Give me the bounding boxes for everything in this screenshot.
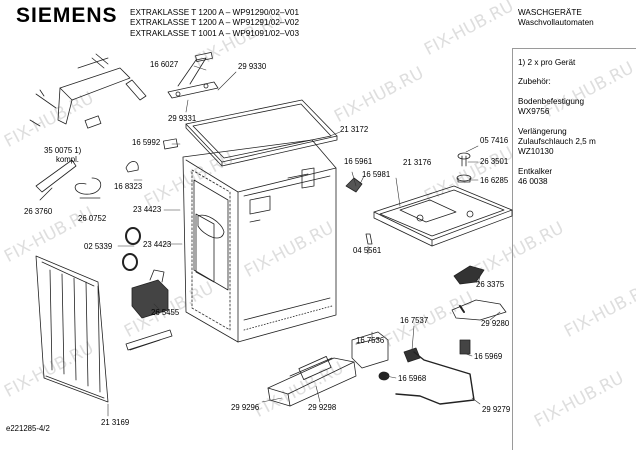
model-line: EXTRAKLASSE T 1200 A – WP91290/02–V01 [130, 8, 300, 17]
control-panel [267, 356, 357, 407]
model-line: EXTRAKLASSE T 1200 A – WP91291/02–V02 [130, 18, 300, 28]
footnote: 1) 2 x pro Gerät [518, 58, 576, 67]
part-label: 04 5561 [353, 246, 382, 255]
accessory-name: Verlängerung [518, 126, 567, 136]
accessory-code: WZ10130 [518, 147, 554, 157]
category-subtitle: Waschvollautomaten [518, 18, 594, 28]
accessory-code: 46 0038 [518, 177, 548, 187]
part-label: 26 3760 [24, 207, 53, 216]
part-label: 29 9296 [231, 403, 260, 412]
category-block: WASCHGERÄTE Waschvollautomaten [518, 8, 594, 29]
part-label: 21 3176 [403, 158, 432, 167]
part-label: 16 5968 [398, 374, 427, 383]
part-label: 16 5981 [362, 170, 391, 179]
part-label: 23 4423 [143, 240, 172, 249]
part-label: 16 5961 [344, 157, 373, 166]
document-code: e221285-4/2 [6, 424, 50, 433]
part-label: 29 9298 [308, 403, 337, 412]
part-label: 29 9330 [238, 62, 267, 71]
part-label: 29 9331 [168, 114, 197, 123]
ring-parts [122, 227, 141, 271]
side-panel-rule [512, 48, 636, 49]
accessory-name: Bodenbefestigung [518, 96, 585, 106]
pump-assembly [125, 269, 173, 351]
part-label: 16 5992 [132, 138, 161, 147]
part-label: 26 0752 [78, 214, 107, 223]
part-label: kompl. [56, 155, 79, 164]
side-panel-divider [512, 48, 513, 450]
accessory-code: WX9756 [518, 107, 550, 117]
part-label: 23 4423 [133, 205, 162, 214]
part-label: 16 7536 [356, 336, 385, 345]
accessory-name: Entkalker [518, 166, 553, 176]
part-label: 35 0075 1) [44, 146, 82, 155]
accessories-title: Zubehör: [518, 77, 551, 87]
base-frame [345, 177, 513, 247]
part-label: 16 7537 [400, 316, 429, 325]
part-label: 21 3172 [340, 125, 369, 134]
cabinet-housing [182, 139, 337, 343]
hinge-bracket [167, 52, 219, 99]
model-list: EXTRAKLASSE T 1200 A – WP91290/02–V01 EX… [130, 8, 299, 39]
part-label: 16 8323 [114, 182, 143, 191]
cable-harness [395, 351, 475, 405]
brand-logo: SIEMENS [16, 4, 118, 27]
part-label: 26 5455 [151, 308, 180, 317]
part-label: 29 9279 [482, 405, 511, 414]
part-label: 02 5339 [84, 242, 113, 251]
model-line: EXTRAKLASSE T 1001 A – WP91091/02–V03 [130, 28, 300, 38]
top-lid [185, 99, 338, 167]
part-label: 21 3169 [101, 418, 130, 427]
clip-part [162, 138, 178, 150]
side-panel [35, 255, 109, 403]
part-label: 29 9280 [481, 319, 510, 328]
drain-hose [451, 299, 507, 321]
notes-panel: 1) 2 x pro Gerät Zubehör: Bodenbefestigu… [518, 58, 596, 188]
control-module [351, 331, 421, 381]
part-label: 05 7416 [480, 136, 509, 145]
part-label: 16 6285 [480, 176, 509, 185]
upper-left-parts [29, 53, 147, 201]
part-label: 16 5969 [474, 352, 503, 361]
connector-part [459, 339, 471, 355]
leader-lines [107, 65, 501, 417]
category-title: WASCHGERÄTE [518, 8, 582, 17]
accessory-detail: Zulaufschlauch 2,5 m [518, 137, 596, 147]
part-label: 16 6027 [150, 60, 179, 69]
part-label: 26 3501 [480, 157, 509, 166]
part-label: 26 3375 [476, 280, 505, 289]
